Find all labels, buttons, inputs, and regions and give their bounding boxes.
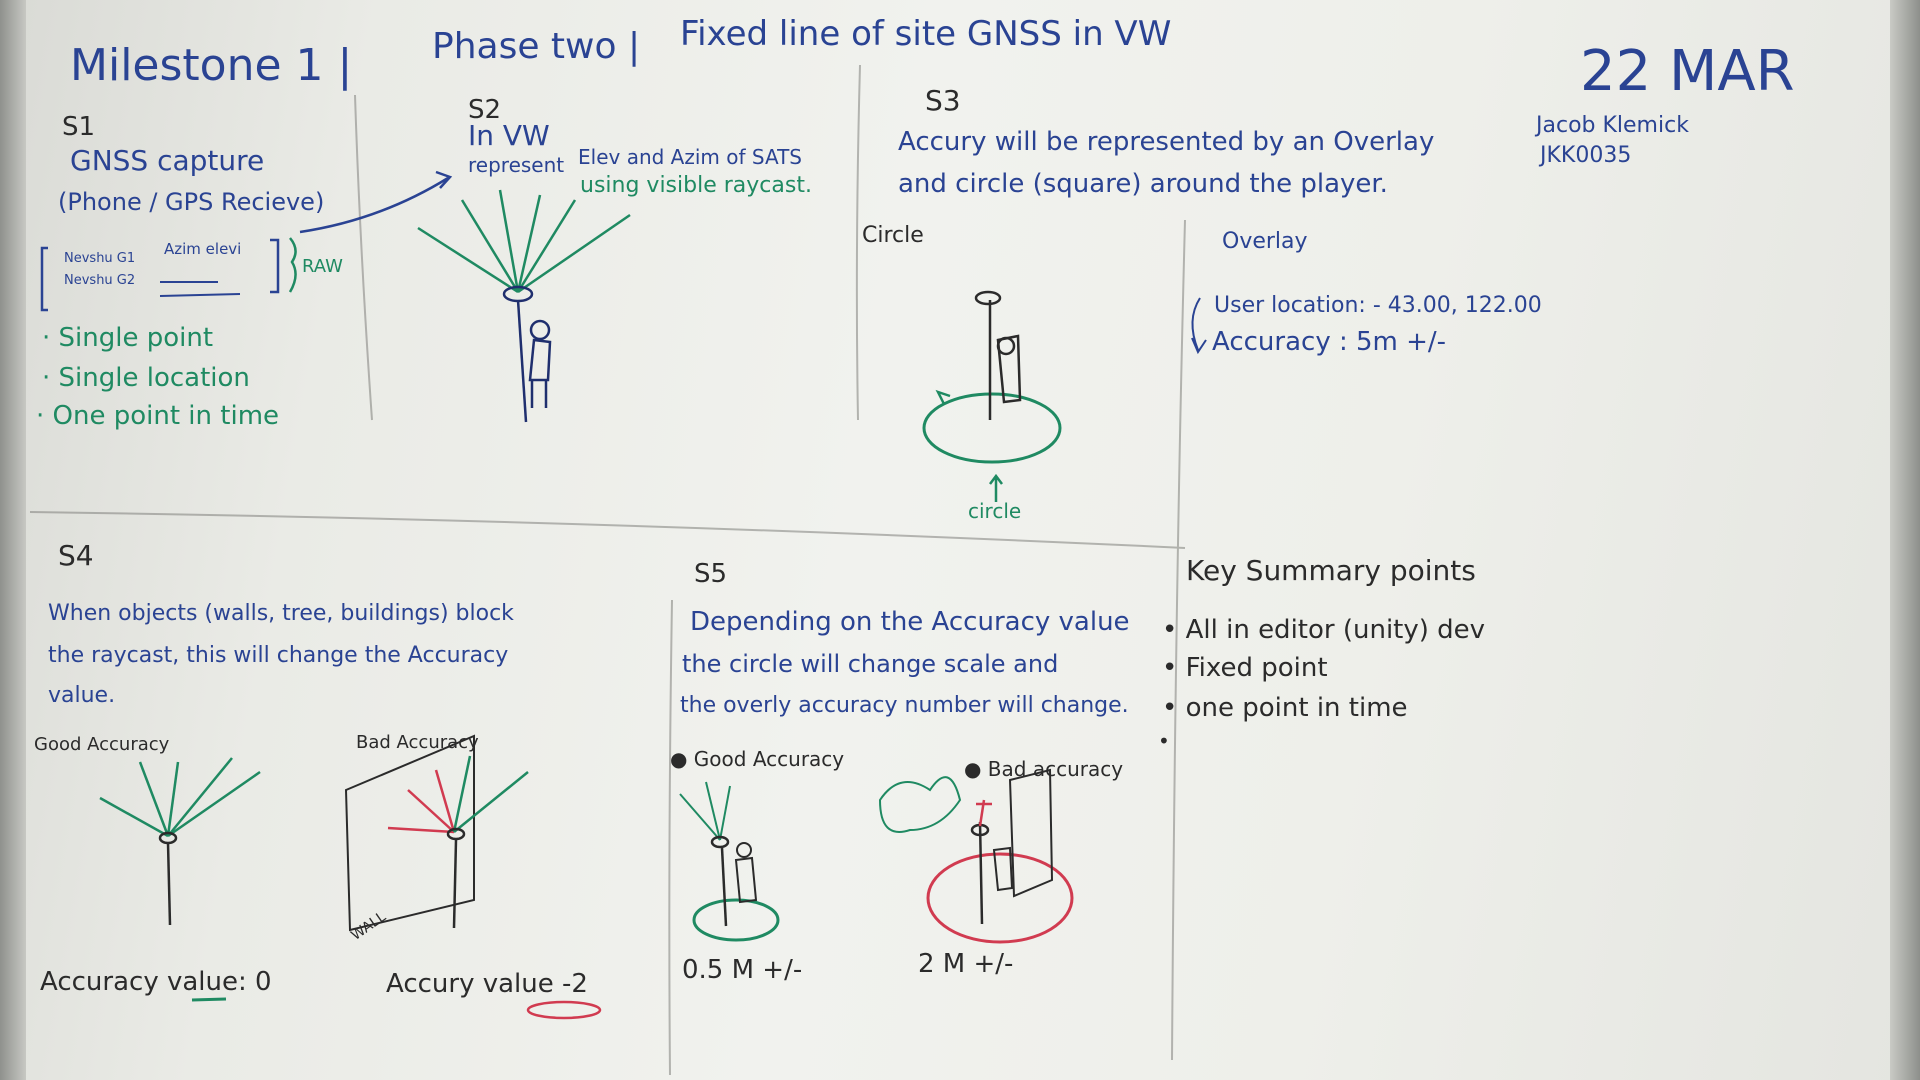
- s5-good-label: ● Good Accuracy: [670, 747, 844, 771]
- s1-title-1: GNSS capture: [70, 144, 264, 177]
- s3-overlay-label: Overlay: [1222, 229, 1308, 254]
- s1-step: S1: [62, 112, 95, 142]
- divider-s2-s3: [855, 64, 861, 421]
- s4-bad-value: Accury value -2: [386, 969, 588, 999]
- s3-circle-label: Circle: [862, 223, 924, 248]
- s5-bad-drawing: [878, 768, 1074, 944]
- s3-step: S3: [925, 84, 961, 117]
- s3-accuracy-line: Accuracy : 5m +/-: [1212, 327, 1446, 357]
- summary-bullet-4: •: [1158, 729, 1170, 753]
- s4-good-underline: [191, 997, 227, 1002]
- s5-good-drawing: [679, 781, 780, 942]
- s4-wall-label: WALL: [348, 909, 389, 944]
- s1-bullet-3: · One point in time: [36, 401, 279, 431]
- s3-text-2: and circle (square) around the player.: [898, 169, 1388, 199]
- s3-circle-arrow-label: circle: [968, 499, 1021, 523]
- s4-bad-underline: [526, 1000, 602, 1020]
- s2-note-1: Elev and Azim of SATS: [578, 145, 802, 169]
- divider-s4-s5: [668, 599, 673, 1076]
- s1-raw-table: Nevshu G1 Nevshu G2 Azim elevi RAW: [40, 237, 343, 312]
- author-name: Jacob Klemick: [1534, 113, 1689, 138]
- s5-bad-value: 2 M +/-: [918, 949, 1013, 979]
- whiteboard-frame-left: [0, 0, 26, 1080]
- s1-title-2: (Phone / GPS Recieve): [58, 188, 324, 216]
- s5-text-1: Depending on the Accuracy value: [690, 607, 1130, 637]
- s1-bullet-1: · Single point: [42, 323, 213, 353]
- s1-table-header: Azim elevi: [164, 240, 241, 258]
- summary-bullet-3: • one point in time: [1162, 693, 1408, 723]
- s1-to-s2-arrowhead: [435, 170, 453, 189]
- s4-bad-drawing: [344, 734, 529, 932]
- author-id: JKK0035: [1538, 143, 1631, 168]
- s4-text-2: the raycast, this will change the Accura…: [48, 643, 508, 668]
- s4-good-value: Accuracy value: 0: [40, 967, 272, 997]
- milestone-title: Milestone 1 |: [70, 40, 352, 91]
- s5-text-3: the overly accuracy number will change.: [680, 693, 1129, 718]
- s2-title-2: represent: [468, 153, 564, 177]
- s2-title-1: In VW: [468, 119, 550, 152]
- s2-receiver-drawing: [417, 189, 631, 294]
- s1-table-row-2: Nevshu G2: [64, 273, 135, 288]
- s5-text-2: the circle will change scale and: [682, 650, 1058, 678]
- s5-step: S5: [694, 559, 727, 589]
- summary-bullet-2: • Fixed point: [1162, 653, 1328, 683]
- s2-step: S2: [468, 95, 501, 125]
- s3-circle-drawing: [922, 290, 1062, 502]
- s1-table-row-1: Nevshu G1: [64, 251, 135, 266]
- topic-title: Fixed line of site GNSS in VW: [680, 14, 1171, 54]
- date-label: 22 MAR: [1580, 39, 1795, 104]
- s4-text-1: When objects (walls, tree, buildings) bl…: [48, 601, 514, 626]
- whiteboard-frame-right: [1890, 0, 1920, 1080]
- phase-title: Phase two |: [432, 26, 640, 67]
- s1-to-s2-arrow: [299, 176, 449, 234]
- s1-bullet-2: · Single location: [42, 363, 250, 393]
- s5-bad-label: ● Bad accuracy: [964, 757, 1123, 781]
- s5-good-value: 0.5 M +/-: [682, 955, 802, 985]
- s3-overlay-bracket: [1191, 297, 1207, 355]
- s4-step: S4: [58, 539, 94, 572]
- divider-s3-summary: [1171, 219, 1186, 1061]
- panel-dividers: [29, 64, 1186, 1076]
- summary-bullet-1: • All in editor (unity) dev: [1162, 615, 1485, 645]
- s4-good-label: Good Accuracy: [34, 734, 170, 755]
- s4-text-3: value.: [48, 683, 115, 708]
- s3-user-location: User location: - 43.00, 122.00: [1214, 293, 1542, 318]
- divider-s1-s2: [354, 94, 373, 421]
- s2-antenna-pole: [502, 285, 552, 423]
- s1-raw-label: RAW: [302, 256, 343, 277]
- s2-note-2: using visible raycast.: [580, 173, 812, 198]
- divider-horizontal: [29, 511, 1186, 549]
- s4-good-drawing: [99, 757, 261, 926]
- summary-title: Key Summary points: [1186, 554, 1476, 587]
- s3-text-1: Accury will be represented by an Overlay: [898, 127, 1434, 157]
